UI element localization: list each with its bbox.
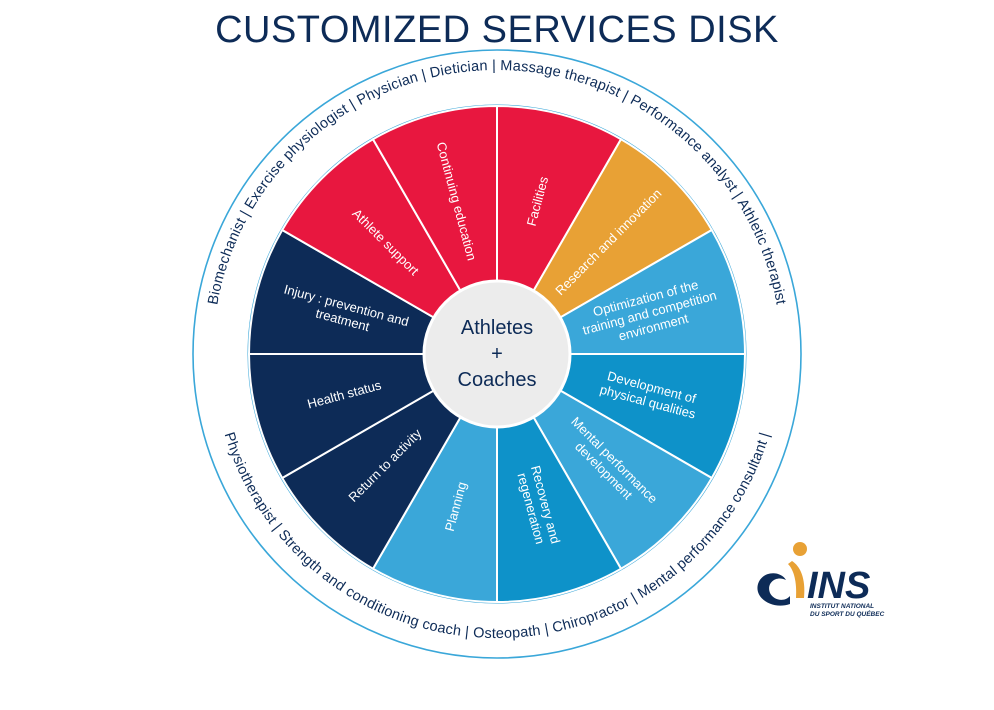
ins-logo: INS INSTITUT NATIONAL DU SPORT DU QUÉBEC [757,542,885,618]
center-label-coaches: Coaches [458,369,537,391]
segment-10 [280,137,500,357]
center-hub [422,279,572,429]
segment-1 [494,137,714,357]
logo-line-1: INSTITUT NATIONAL [810,603,874,610]
logo-figure-head-icon [793,542,807,556]
center-label-athletes: Athletes [461,317,533,339]
logo-wordmark: INS [807,565,870,607]
logo-swirl-icon [757,573,790,606]
logo-line-2: DU SPORT DU QUÉBEC [810,609,885,618]
logo-figure-body-icon [788,561,805,598]
segment-7 [280,351,500,571]
page-title: CUSTOMIZED SERVICES DISK [215,9,779,51]
center-label-plus: + [491,343,503,365]
segment-4 [494,351,714,571]
